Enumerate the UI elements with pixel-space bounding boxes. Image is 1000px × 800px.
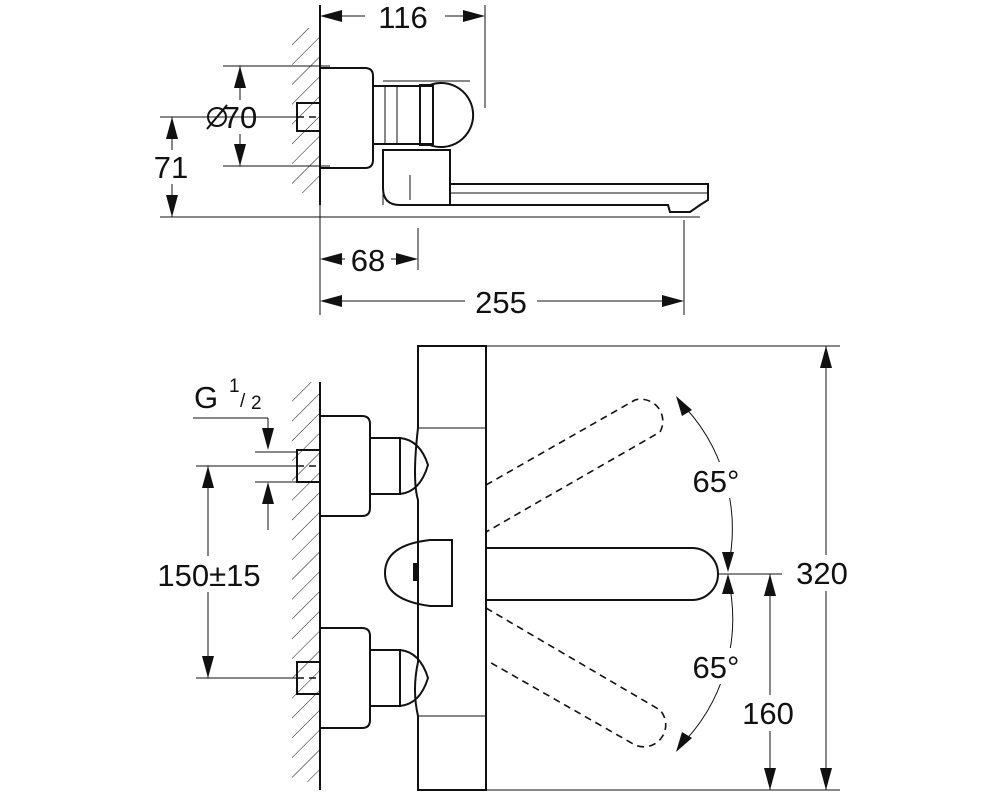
- mixer-body-front: [414, 345, 487, 791]
- dim-68-label: 68: [351, 243, 385, 278]
- eccentric-upper: [399, 436, 430, 496]
- dim-116-label: 116: [378, 0, 427, 35]
- dim-71-label: 71: [154, 150, 188, 185]
- aerator-outlet: [413, 563, 418, 581]
- eccentric-lower: [399, 648, 430, 708]
- svg-text:/: /: [240, 391, 246, 412]
- spout-top: [450, 183, 709, 213]
- front-view: 65° 65° G 1 / 2 150±15 320: [146, 345, 860, 791]
- thread-g-label: G: [194, 380, 218, 415]
- lever-ghost-upper: [485, 398, 664, 533]
- angle-65-upper-label: 65°: [693, 464, 740, 499]
- wall-plate-lower: [319, 627, 371, 729]
- wall-plate-upper: [319, 415, 371, 517]
- aerator-housing: [383, 539, 453, 607]
- lever-ghost-lower: [485, 607, 667, 748]
- dim-320-label: 320: [796, 556, 848, 591]
- thread-denominator: 2: [251, 393, 262, 414]
- wall-plate-top: [319, 67, 374, 169]
- dim-150-label: 150±15: [157, 558, 260, 593]
- lever-handle: [485, 547, 719, 601]
- top-view: 116 70 71 68 255: [145, 0, 709, 320]
- dim-255-label: 255: [475, 285, 527, 320]
- thread-numerator: 1: [229, 376, 240, 397]
- mixer-body-top: [372, 85, 434, 145]
- wall-hatch-front: [292, 382, 320, 782]
- dim-160-label: 160: [742, 696, 794, 731]
- spout-housing-top: [382, 149, 451, 206]
- angle-65-lower-label: 65°: [693, 650, 740, 685]
- handle-disc-top: [419, 82, 475, 148]
